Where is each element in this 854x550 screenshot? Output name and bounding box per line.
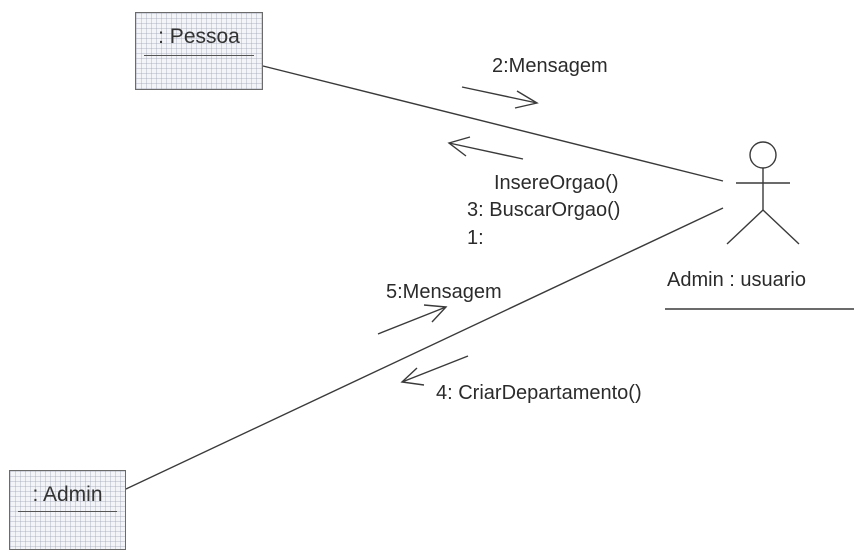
object-pessoa-label: : Pessoa <box>158 25 240 48</box>
message-label-3: 3: BuscarOrgao() <box>467 199 621 221</box>
message-label-4: 4: CriarDepartamento() <box>436 382 642 404</box>
object-pessoa[interactable]: : Pessoa <box>135 12 263 90</box>
message-label-insere: InsereOrgao() <box>494 172 619 194</box>
link-admin-actor <box>125 207 724 490</box>
message-label-1: 1: <box>467 227 484 249</box>
message-label-2: 2:Mensagem <box>492 55 608 77</box>
actor-label: Admin : usuario <box>667 269 806 291</box>
object-admin-label: : Admin <box>32 483 103 506</box>
message-arrow-4 <box>400 355 469 386</box>
link-pessoa-actor <box>262 65 724 182</box>
object-admin-underline <box>18 511 117 512</box>
message-arrow-5 <box>377 304 448 335</box>
object-pessoa-underline <box>144 55 254 56</box>
actor-icon <box>726 141 800 245</box>
object-admin[interactable]: : Admin <box>9 470 126 550</box>
message-label-5: 5:Mensagem <box>386 281 502 303</box>
message-arrow-1-3 <box>447 136 524 160</box>
message-arrow-2 <box>461 86 539 109</box>
